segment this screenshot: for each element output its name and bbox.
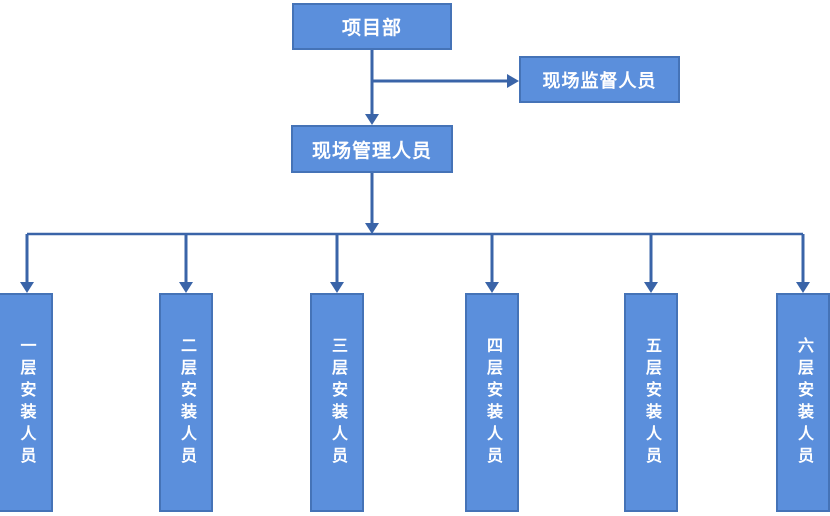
- node-floor-2-installers-label: 二层安装人员: [178, 336, 195, 469]
- arrowhead-right-supervisor: [507, 74, 519, 88]
- arrowhead-down-manager: [365, 114, 379, 125]
- node-floor-6-installers-label: 六层安装人员: [795, 336, 812, 469]
- node-floor-3-installers-label: 三层安装人员: [329, 336, 346, 469]
- node-floor-5-installers-label: 五层安装人员: [643, 336, 660, 469]
- arrowhead-down-floor-1: [20, 282, 34, 293]
- arrowhead-down-floor-3: [330, 282, 344, 293]
- arrowhead-down-floor-2: [179, 282, 193, 293]
- node-floor-3-installers: 三层安装人员: [310, 293, 364, 512]
- node-floor-1-installers: 一层安装人员: [0, 293, 53, 512]
- arrowhead-down-floor-4: [485, 282, 499, 293]
- node-site-management: 现场管理人员: [291, 125, 453, 173]
- node-floor-2-installers: 二层安装人员: [159, 293, 213, 512]
- node-floor-4-installers-label: 四层安装人员: [484, 336, 501, 469]
- arrowhead-down-floor-6: [796, 282, 810, 293]
- node-project-department: 项目部: [292, 3, 452, 50]
- node-site-supervision: 现场监督人员: [519, 56, 680, 103]
- node-site-supervision-label: 现场监督人员: [542, 70, 657, 91]
- node-site-management-label: 现场管理人员: [311, 140, 432, 162]
- node-floor-1-installers-label: 一层安装人员: [17, 336, 35, 469]
- node-floor-5-installers: 五层安装人员: [624, 293, 678, 512]
- arrowhead-down-bus: [365, 223, 379, 234]
- node-floor-6-installers: 六层安装人员: [776, 293, 830, 512]
- arrowhead-down-floor-5: [644, 282, 658, 293]
- node-floor-4-installers: 四层安装人员: [465, 293, 519, 512]
- node-project-department-label: 项目部: [341, 18, 402, 39]
